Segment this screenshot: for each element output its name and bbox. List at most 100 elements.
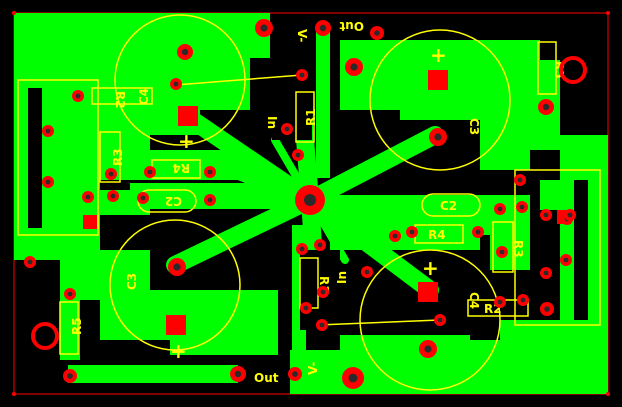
label-c3-top-right: C3	[467, 118, 481, 135]
pad-drill-hole	[374, 30, 380, 36]
iso-2	[574, 180, 588, 320]
pad-drill-hole	[364, 269, 370, 275]
pad-drill-hole	[475, 229, 481, 235]
pad-drill-hole	[497, 299, 503, 305]
label-r3-right: R3	[511, 240, 525, 258]
corner-bl	[12, 392, 16, 396]
label-r1-top: R1	[304, 108, 318, 126]
pad-drill-hole	[67, 373, 73, 379]
pad-drill-hole	[437, 317, 443, 323]
corner-br	[606, 392, 610, 396]
label-out-bottom: Out	[254, 371, 279, 385]
star-trace-3	[166, 191, 319, 274]
silkscreen-layer	[17, 14, 601, 391]
square-pad-c4-bottom-right	[418, 282, 438, 302]
pad-drill-hole	[284, 126, 290, 132]
pad-drill-hole	[519, 204, 525, 210]
pad-drill-hole	[542, 103, 550, 111]
pad-drill-hole	[45, 128, 51, 134]
pad-drill-hole	[260, 24, 268, 32]
pad-drill-hole	[544, 306, 550, 312]
pad-drill-hole	[563, 257, 569, 263]
pad-drill-hole	[348, 373, 358, 383]
pad-drill-hole	[497, 206, 503, 212]
label-c2-bottom: C2	[440, 199, 457, 213]
square-pad-left-conn	[83, 215, 97, 229]
pad-drill-hole	[499, 249, 505, 255]
res-outline-r2-top	[91, 87, 153, 105]
mounting-holes	[31, 56, 587, 350]
label-r3-left: R3	[111, 148, 125, 166]
pad-drill-hole	[234, 370, 242, 378]
pad-drill-hole	[173, 81, 179, 87]
star-trace-2	[301, 126, 444, 209]
label-c2-top: C2	[165, 194, 182, 208]
label-r4-top: R4	[172, 161, 190, 175]
label-in-top: In	[265, 116, 279, 129]
pad-drill-hole	[45, 179, 51, 185]
res-outline-r3-left	[99, 131, 121, 183]
copper-layer	[14, 13, 608, 394]
pad-drill-hole	[299, 246, 305, 252]
copper-pour-left-lower	[60, 190, 150, 360]
label-r2-top: R2	[113, 91, 127, 109]
round-pads	[24, 19, 576, 389]
pad-drill-hole	[181, 48, 189, 56]
isolation-layer	[28, 60, 588, 330]
cap-outline-c2-bottom	[421, 193, 481, 217]
copper-bottom-strip	[68, 365, 238, 383]
copper-trace-top-out	[316, 28, 330, 178]
cap-outline-c4-bottom-right	[359, 249, 501, 391]
corner-tl	[12, 11, 16, 15]
pad-drill-hole	[207, 169, 213, 175]
pad-drill-hole	[207, 197, 213, 203]
center-ground-hole	[304, 194, 316, 206]
square-pad-c3-bottom-left	[166, 315, 186, 335]
copper-pour-bottom-left	[100, 250, 278, 355]
connector-outline-right	[514, 169, 601, 326]
label-c4-bottom-right: C4	[467, 292, 481, 309]
label-c4-top: C4	[137, 88, 151, 105]
square-pad-c3-top-right	[428, 70, 448, 90]
silkscreen-text: C4 C3 C2 C3 C4 C2 R2 R3 R4 R1 R5 R5 R1 R…	[70, 19, 566, 385]
pad-drill-hole	[350, 63, 358, 71]
pad-drill-hole	[292, 371, 298, 377]
pad-drill-hole	[85, 194, 91, 200]
res-outline-r3-right	[492, 221, 514, 273]
silk-line-1	[174, 74, 303, 86]
pad-drill-hole	[108, 171, 114, 177]
silk-line-2	[317, 319, 441, 326]
res-outline-r5-top	[537, 41, 557, 95]
label-vminus-bottom: V-	[306, 362, 320, 375]
pad-drill-hole	[295, 152, 301, 158]
label-vminus-top: V-	[295, 29, 309, 42]
label-r4-bottom: R4	[428, 228, 446, 242]
pad-drill-hole	[140, 195, 146, 201]
pad-drill-hole	[567, 212, 573, 218]
label-c3-bottom-left: C3	[125, 273, 139, 290]
star-trace-8	[301, 191, 404, 244]
pad-drill-hole	[319, 24, 327, 32]
pad-drill-hole	[319, 322, 325, 328]
pad-drill-hole	[320, 289, 326, 295]
copper-pour-bottom-right	[340, 335, 470, 394]
pad-drill-hole	[299, 72, 305, 78]
star-trace-7	[216, 156, 319, 209]
copper-pour-right	[470, 135, 608, 394]
pad-drill-hole	[173, 263, 181, 271]
plus-mark-2: +	[430, 43, 447, 67]
pad-drill-hole	[147, 169, 153, 175]
copper-pour-top-left	[14, 13, 270, 260]
label-r5-bottom: R5	[70, 317, 84, 335]
pad-drill-hole	[317, 242, 323, 248]
pad-drill-hole	[434, 133, 442, 141]
res-outline-r5-bottom	[59, 301, 79, 355]
square-pad-c4-top	[178, 106, 198, 126]
pad-drill-hole	[110, 193, 116, 199]
polarity-marks: + + + +	[170, 43, 447, 363]
plus-mark-3: +	[170, 339, 187, 363]
pad-drill-hole	[409, 229, 415, 235]
label-out-top: Out	[339, 19, 364, 33]
label-in-bottom: In	[335, 271, 349, 284]
